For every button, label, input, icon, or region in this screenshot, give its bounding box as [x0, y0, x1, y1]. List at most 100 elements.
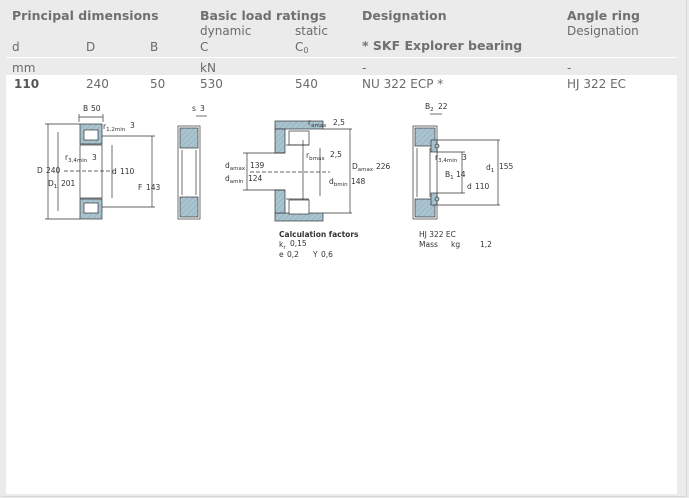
drawing-3-mounting [243, 120, 352, 222]
d1-D-value: 240 [46, 166, 61, 175]
col-D-label: D [86, 40, 96, 54]
d1-F-label: F [138, 183, 142, 192]
d4-B1-label: B1 [445, 170, 454, 181]
d4-B1-value: 14 [456, 170, 466, 179]
d1-r34-base: r [65, 153, 69, 162]
drawing-4-angle-ring [412, 113, 500, 220]
d3-damax-label: damax [225, 161, 246, 172]
d3-damax-base: d [225, 161, 230, 170]
d3-e-label: e [279, 250, 284, 259]
row-C0-value: 540 [295, 77, 318, 91]
d3-damin-sub: amin [230, 179, 244, 185]
d1-D1-sub: 1 [54, 184, 58, 190]
d4-d1-value: 155 [499, 162, 514, 171]
designation-header: Designation [362, 8, 447, 23]
d3-rbmax-base: r [306, 151, 310, 160]
d3-rbmax-value: 2,5 [330, 150, 342, 159]
d4-d-value: 110 [475, 182, 490, 191]
row-d-value: 110 [14, 77, 40, 91]
row-D-value: 240 [86, 77, 109, 91]
drawing-1-cross-section [45, 114, 155, 220]
d4-B2-value: 22 [438, 102, 448, 111]
col-C0-sub: 0 [303, 46, 309, 55]
d3-damin-base: d [225, 174, 230, 183]
d3-ramax-base: r [308, 118, 312, 127]
row-C-value: 530 [200, 77, 223, 91]
d1-r12-sub: 1,2min [106, 127, 126, 133]
unit-kn: kN [200, 61, 216, 75]
d4-B2-base: B [425, 102, 430, 111]
d4-r34-sub: 3,4min [438, 158, 458, 164]
d3-Y-value: 0,6 [321, 250, 333, 259]
d1-F-value: 143 [146, 183, 161, 192]
d1-D1-base: D [48, 179, 54, 188]
d3-Damax-label: Damax [352, 162, 374, 173]
d3-damin-value: 124 [248, 174, 263, 183]
principal-dimensions-header: Principal dimensions [12, 8, 159, 23]
unit-mm: mm [12, 61, 36, 75]
dynamic-subheader: dynamic [200, 24, 252, 38]
angle-ring-unit-dash: - [567, 61, 572, 75]
d4-designation: HJ 322 EC [419, 230, 456, 239]
d3-damin-label: damin [225, 174, 244, 185]
d3-damax-value: 139 [250, 161, 265, 170]
d4-B1-sub: 1 [450, 175, 454, 181]
d1-B-value: 50 [91, 104, 101, 113]
d4-d1-base: d [486, 163, 491, 172]
col-C0-base: C [295, 40, 304, 54]
d1-d-label: d [112, 167, 117, 176]
d2-s-value: 3 [200, 104, 205, 113]
d1-B-label: B [83, 104, 88, 113]
d3-calc-title: Calculation factors [279, 230, 359, 239]
d3-ramax-sub: amax [311, 123, 327, 129]
d1-D1-label: D1 [48, 179, 57, 190]
basic-load-ratings-header: Basic load ratings [200, 8, 327, 23]
drawing-2-side-view [177, 115, 207, 220]
d1-r12-value: 3 [130, 121, 135, 130]
d4-d-label: d [467, 182, 472, 191]
d3-dbmin-value: 148 [351, 177, 366, 186]
designation-unit-dash: - [362, 61, 367, 75]
row-B-value: 50 [150, 77, 166, 91]
d4-mass-value: 1,2 [480, 240, 492, 249]
d4-r34-value: 3 [462, 153, 467, 162]
d3-dbmin-base: d [329, 177, 334, 186]
angle-ring-designation-subheader: Designation [567, 24, 639, 38]
d3-e-value: 0,2 [287, 250, 299, 259]
d3-kr-base: k [279, 240, 284, 249]
d4-d1-sub: 1 [491, 168, 495, 174]
d3-Damax-value: 226 [376, 162, 391, 171]
d3-kr-value: 0,15 [290, 239, 307, 248]
d2-s-label: s [192, 104, 196, 113]
d4-B2-label: B2 [425, 102, 434, 113]
row-angle-ring-value[interactable]: HJ 322 EC [567, 77, 627, 91]
d4-B2-sub: 2 [430, 107, 434, 113]
col-C0-label: C0 [295, 40, 308, 58]
d3-Y-label: Y [312, 250, 318, 259]
col-B-label: B [150, 40, 159, 54]
d1-D-label: D [37, 166, 43, 175]
col-d-label: d [12, 40, 20, 54]
data-panel [6, 75, 677, 494]
row-designation-value[interactable]: NU 322 ECP * [362, 77, 444, 91]
header-separator [6, 57, 677, 58]
d1-r12-label: r1,2min [103, 122, 126, 133]
d4-d1-label: d1 [486, 163, 494, 174]
d3-Damax-base: D [352, 162, 358, 171]
d1-r34-value: 3 [92, 153, 97, 162]
d3-ramax-value: 2,5 [333, 118, 345, 127]
d4-mass-unit: kg [451, 240, 460, 249]
static-subheader: static [295, 24, 328, 38]
col-C-label: C [200, 40, 209, 54]
d1-r34-sub: 3,4min [68, 158, 88, 164]
d4-r34-base: r [435, 153, 439, 162]
d3-dbmin-label: dbmin [329, 177, 348, 188]
d4-r34-label: r3,4min [435, 153, 458, 164]
angle-ring-header: Angle ring [567, 8, 640, 23]
skf-explorer-note: * SKF Explorer bearing [362, 38, 523, 53]
d4-B1-base: B [445, 170, 450, 179]
d3-ramax-label: ramax [308, 118, 327, 129]
d3-kr-sub: r [283, 245, 286, 251]
d3-kr-label: kr [279, 240, 286, 251]
